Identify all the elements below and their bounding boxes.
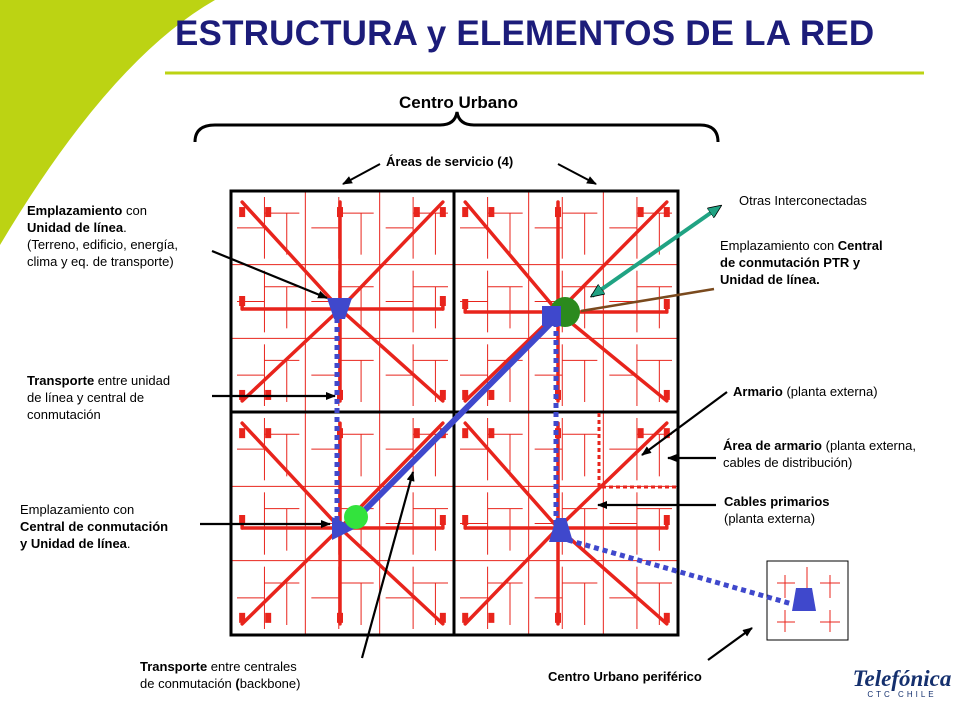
- primary-cable: [463, 526, 560, 626]
- primary-cable: [463, 310, 560, 403]
- label-otras-interconectadas: Otras Interconectadas: [739, 193, 867, 208]
- backbone-line: [345, 317, 557, 530]
- cabinet: [637, 207, 644, 218]
- cabinet: [439, 515, 446, 525]
- cabinet: [439, 612, 446, 623]
- page-title: ESTRUCTURA y ELEMENTOS DE LA RED: [175, 14, 875, 53]
- cabinet: [439, 207, 446, 218]
- cabinet: [663, 389, 670, 400]
- label-transporte-backbone: Transporte entre centrales de conmutació…: [140, 659, 301, 691]
- service-area-frame: [229, 189, 680, 637]
- cabinet: [637, 428, 644, 439]
- primary-cable: [556, 421, 669, 530]
- label-transporte-unidad: Transporte entre unidad de línea y centr…: [27, 373, 171, 422]
- label-emplazamiento-central: Emplazamiento con Central de conmutación…: [20, 502, 169, 551]
- cabinet: [488, 612, 495, 623]
- label-centro-urbano: Centro Urbano: [399, 93, 518, 112]
- line-unit-bottom-right: [549, 518, 573, 542]
- cabinet: [462, 389, 469, 400]
- areas-arrow-right: [557, 163, 597, 185]
- primary-cable: [463, 421, 560, 530]
- cabinet: [265, 612, 272, 623]
- primary-cable: [240, 526, 342, 626]
- line-unit-bottom-left: [332, 517, 356, 540]
- cabinet: [663, 612, 670, 623]
- telefonica-logo: Telefónica CTC CHILE: [852, 666, 952, 699]
- cabinet: [462, 299, 469, 309]
- cabinet: [239, 207, 246, 218]
- primary-cable: [338, 526, 445, 626]
- cabinet: [337, 428, 343, 439]
- label-areas-servicio: Áreas de servicio (4): [386, 154, 514, 169]
- label-centro-periferico: Centro Urbano periférico: [548, 669, 702, 684]
- label-area-armario: Área de armario (planta externa, cables …: [723, 438, 916, 470]
- primary-cable: [240, 307, 342, 403]
- cabinet: [663, 207, 670, 218]
- pointer-backbone: [360, 471, 415, 659]
- pointer-emplazamiento-unidad: [211, 249, 328, 300]
- cabinet: [488, 389, 495, 400]
- cabinet: [265, 207, 272, 218]
- pointer-armario: [641, 391, 728, 456]
- cabinet: [337, 207, 343, 218]
- cabinet: [239, 428, 246, 439]
- cabinet: [265, 428, 272, 439]
- cabinet: [488, 428, 495, 439]
- primary-cables: [240, 200, 669, 626]
- central-bottom-left: [344, 505, 368, 529]
- label-emplazamiento-central-ptr: Emplazamiento con Central de conmutación…: [720, 238, 883, 287]
- cabinet: [439, 296, 446, 306]
- cabinet: [462, 515, 469, 525]
- cabinet: [462, 612, 469, 623]
- line-unit-peripheral: [792, 588, 816, 611]
- cabinet: [337, 612, 343, 623]
- label-armario: Armario (planta externa): [733, 384, 878, 399]
- primary-cable: [556, 526, 669, 626]
- central-ptr-pointer: [580, 287, 715, 313]
- cabinet: [462, 207, 469, 218]
- cabinet: [663, 299, 670, 309]
- centro-urbano-brace: [193, 111, 720, 143]
- cabinet: [413, 428, 420, 439]
- cabinet: [439, 389, 446, 400]
- primary-cable: [463, 200, 560, 314]
- primary-cable: [338, 200, 445, 311]
- transport-line-unit-to-central: [334, 318, 793, 607]
- cabinet: [555, 207, 561, 218]
- label-emplazamiento-unidad: Emplazamiento con Unidad de línea. (Terr…: [27, 203, 179, 269]
- cabinet: [413, 207, 420, 218]
- label-cables-primarios: Cables primarios (planta externa): [724, 494, 830, 526]
- cabinet: [239, 296, 246, 306]
- primary-cable: [338, 307, 445, 403]
- corner-decoration: [0, 0, 215, 245]
- primary-cable: [556, 310, 669, 403]
- areas-arrow-left: [342, 163, 381, 185]
- primary-cable: [240, 200, 342, 311]
- cabinet: [239, 612, 246, 623]
- cabinet-area-outline: [597, 413, 677, 489]
- cabinet: [488, 207, 495, 218]
- interconnect-arrow: [592, 212, 712, 296]
- cabinet: [337, 389, 343, 400]
- cabinet: [239, 515, 246, 525]
- cabinet: [663, 428, 670, 439]
- cabinet: [462, 428, 469, 439]
- cabinet: [663, 515, 670, 525]
- line-unit-top-right: [542, 306, 561, 326]
- primary-cable: [240, 421, 342, 530]
- pointer-periferico: [707, 627, 753, 661]
- peripheral-grid: [777, 567, 840, 632]
- cabinet: [555, 612, 561, 623]
- line-unit-top-left: [327, 298, 352, 319]
